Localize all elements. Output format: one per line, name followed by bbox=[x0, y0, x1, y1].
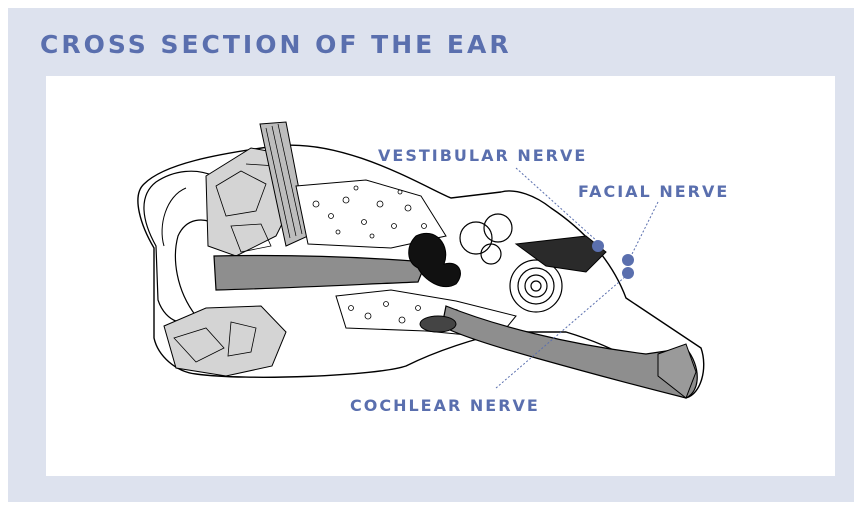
cochlear-nerve-label: COCHLEAR NERVE bbox=[350, 396, 540, 415]
vestibular-nerve-label: VESTIBULAR NERVE bbox=[378, 146, 587, 165]
facial-nerve-dot-lower bbox=[622, 267, 634, 279]
cochlea bbox=[510, 260, 562, 312]
blood-vessel bbox=[420, 316, 456, 332]
ear-illustration bbox=[46, 76, 835, 476]
facial-nerve-dot-upper bbox=[622, 254, 634, 266]
diagram-panel: VESTIBULAR NERVE FACIAL NERVE COCHLEAR N… bbox=[46, 76, 835, 476]
vestibular-nerve-dot bbox=[592, 240, 604, 252]
facial-leader bbox=[630, 202, 658, 258]
diagram-title: CROSS SECTION OF THE EAR bbox=[40, 30, 512, 59]
facial-nerve-label: FACIAL NERVE bbox=[578, 182, 729, 201]
